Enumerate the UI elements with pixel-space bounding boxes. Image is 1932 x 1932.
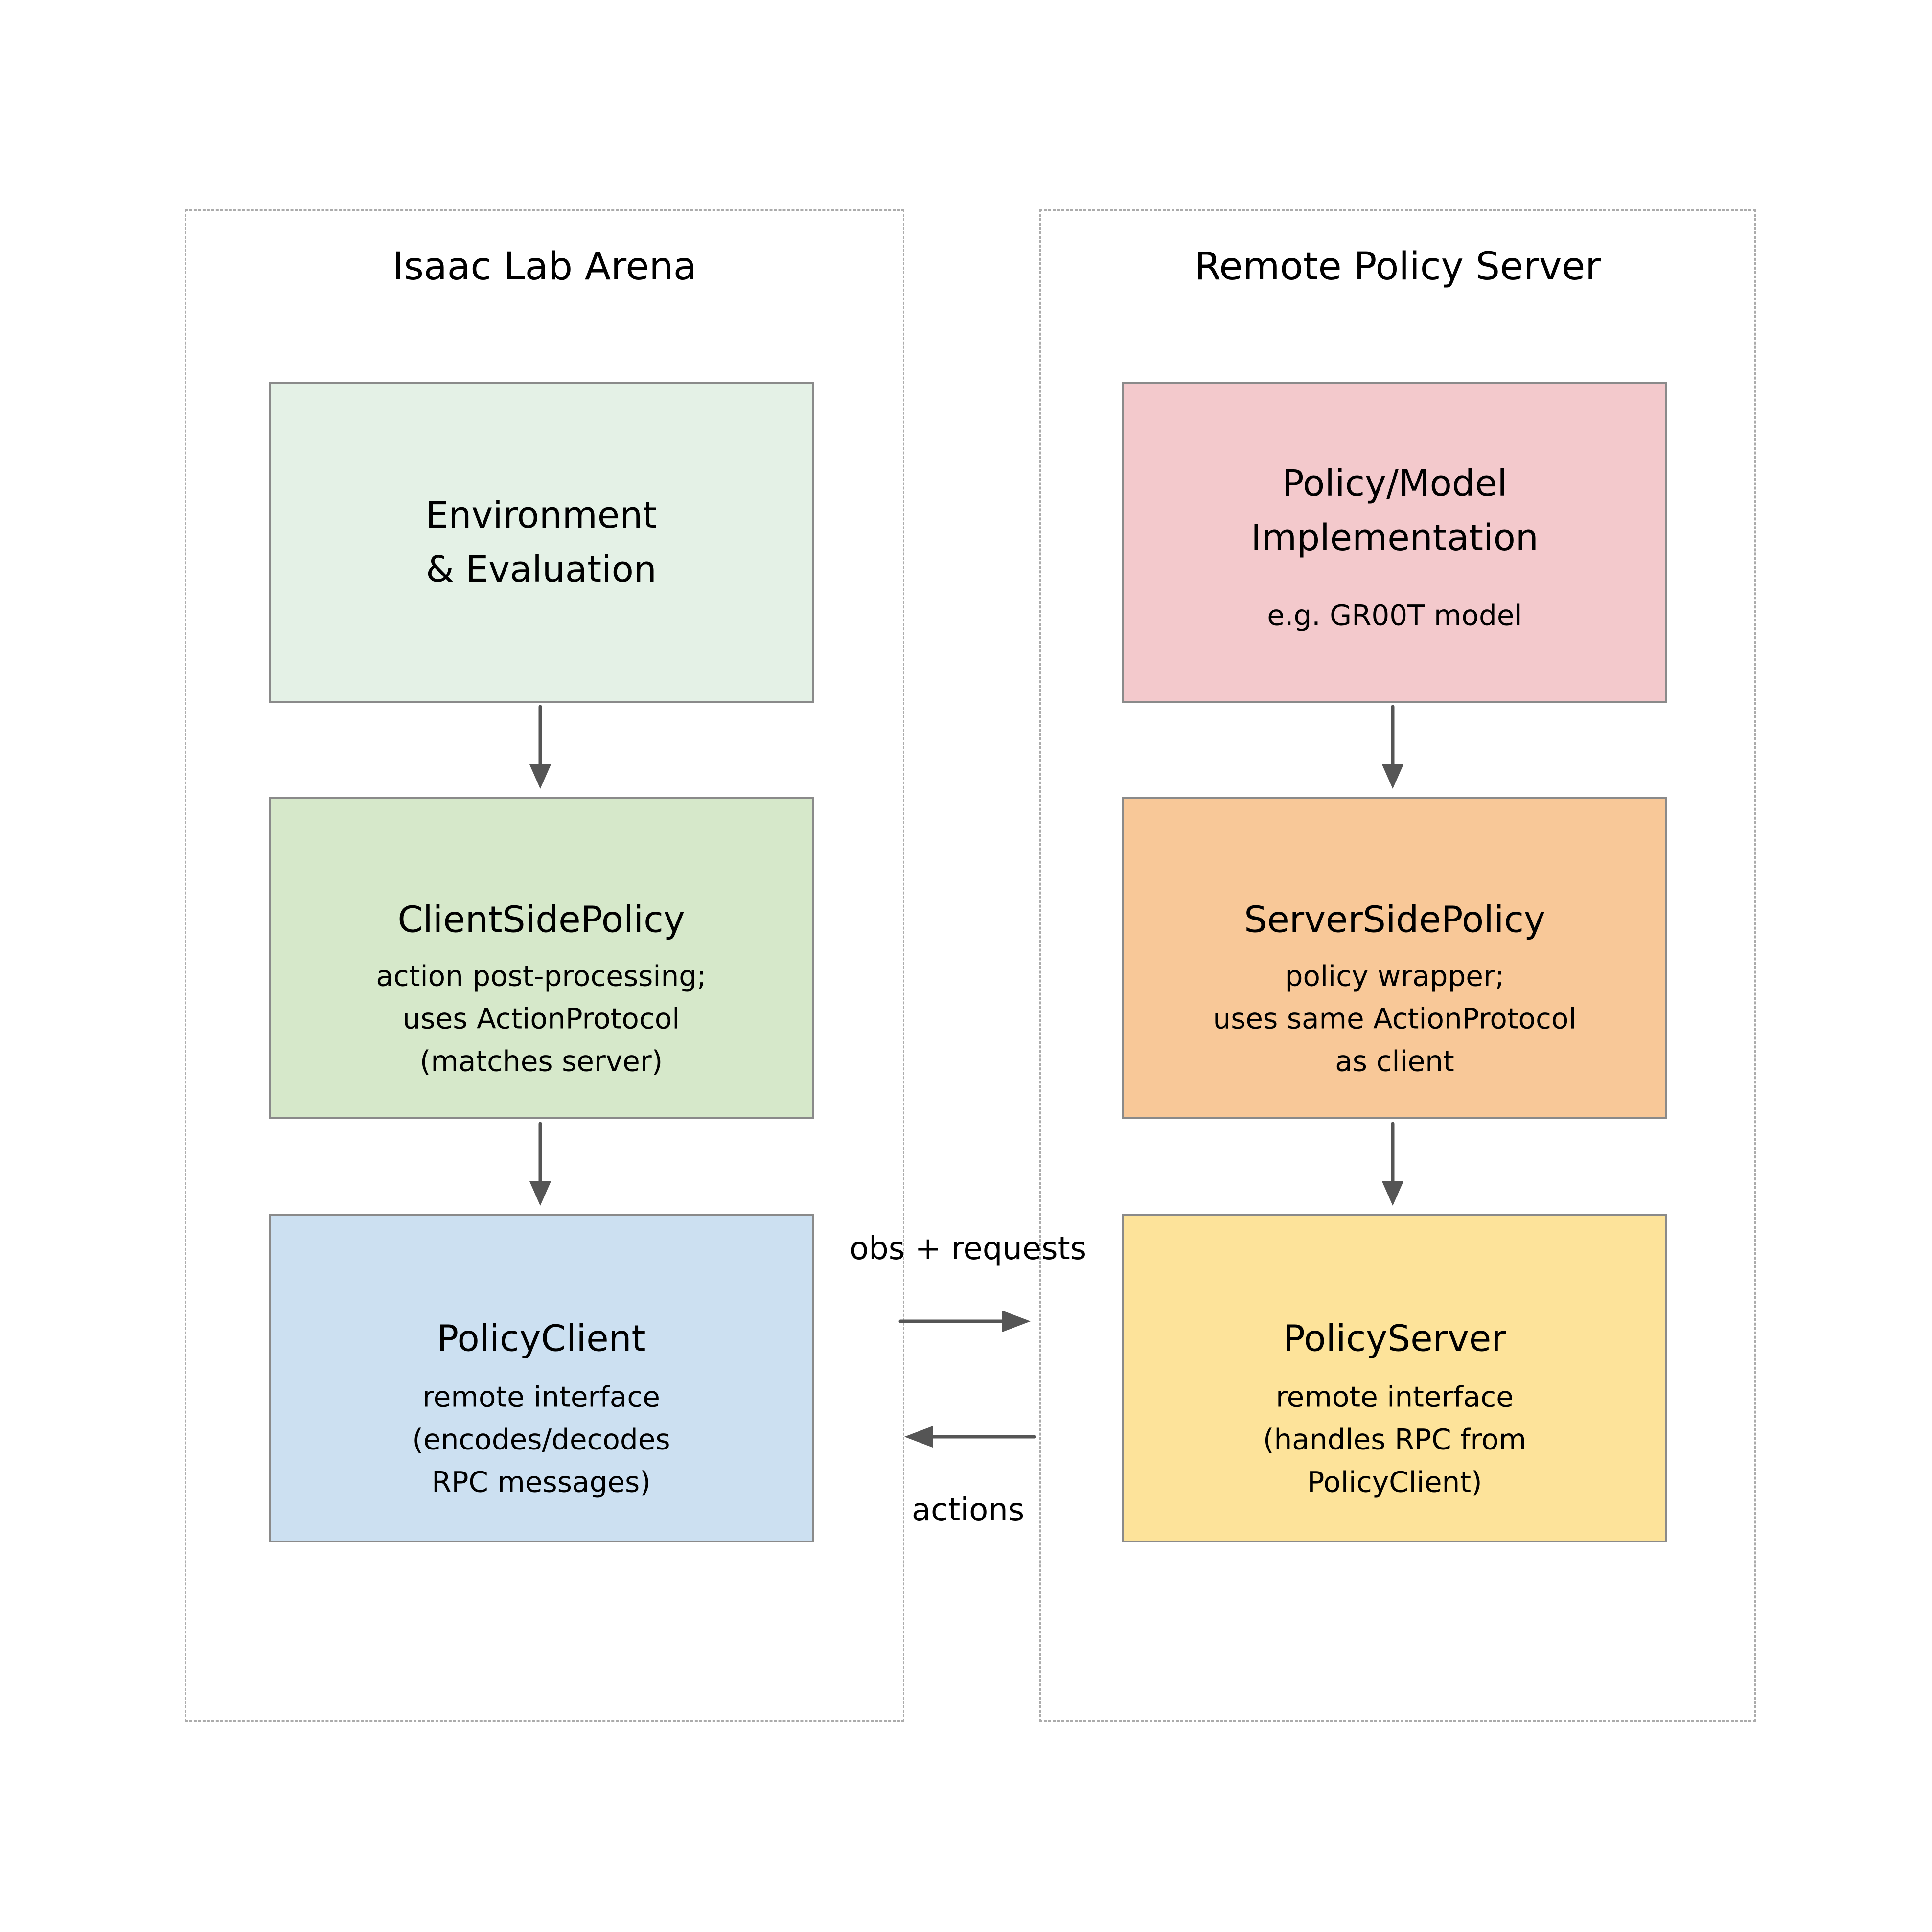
box-policy-server-body: remote interface (handles RPC from Polic…	[1263, 1380, 1527, 1499]
box-server-side-policy-body: policy wrapper; uses same ActionProtocol…	[1213, 959, 1577, 1078]
box-environment-evaluation: Environment & Evaluation	[269, 382, 814, 703]
arrow-obs-requests	[898, 1311, 1031, 1332]
box-policy-model-implementation: Policy/Model Implementation e.g. GR00T m…	[1122, 382, 1667, 703]
box-client-side-policy-title: ClientSidePolicy	[397, 898, 685, 941]
obs-requests-label: obs + requests	[849, 1231, 1087, 1267]
left-container-title: Isaac Lab Arena	[392, 245, 697, 289]
box-server-side-policy-title: ServerSidePolicy	[1244, 898, 1545, 941]
box-policy-server-title: PolicyServer	[1283, 1317, 1506, 1360]
remote-policy-server-container: Remote Policy Server Policy/Model Implem…	[1039, 209, 1756, 1722]
box-environment-evaluation-title: Environment & Evaluation	[425, 494, 657, 591]
box-server-side-policy: ServerSidePolicy policy wrapper; uses sa…	[1122, 797, 1667, 1119]
isaac-lab-arena-container: Isaac Lab Arena Environment & Evaluation…	[185, 209, 904, 1722]
arrow-actions	[904, 1426, 1036, 1448]
box-client-side-policy: ClientSidePolicy action post-processing;…	[269, 797, 814, 1119]
box-policy-model-implementation-body: e.g. GR00T model	[1267, 598, 1522, 632]
box-policy-client-body: remote interface (encodes/decodes RPC me…	[412, 1380, 670, 1499]
box-client-side-policy-body: action post-processing; uses ActionProto…	[376, 959, 707, 1078]
right-container-title: Remote Policy Server	[1194, 245, 1601, 289]
box-policy-client: PolicyClient remote interface (encodes/d…	[269, 1214, 814, 1542]
box-policy-model-implementation-title: Policy/Model Implementation	[1251, 462, 1539, 559]
actions-label: actions	[911, 1492, 1025, 1528]
box-policy-server: PolicyServer remote interface (handles R…	[1122, 1214, 1667, 1542]
box-policy-client-title: PolicyClient	[437, 1317, 646, 1360]
